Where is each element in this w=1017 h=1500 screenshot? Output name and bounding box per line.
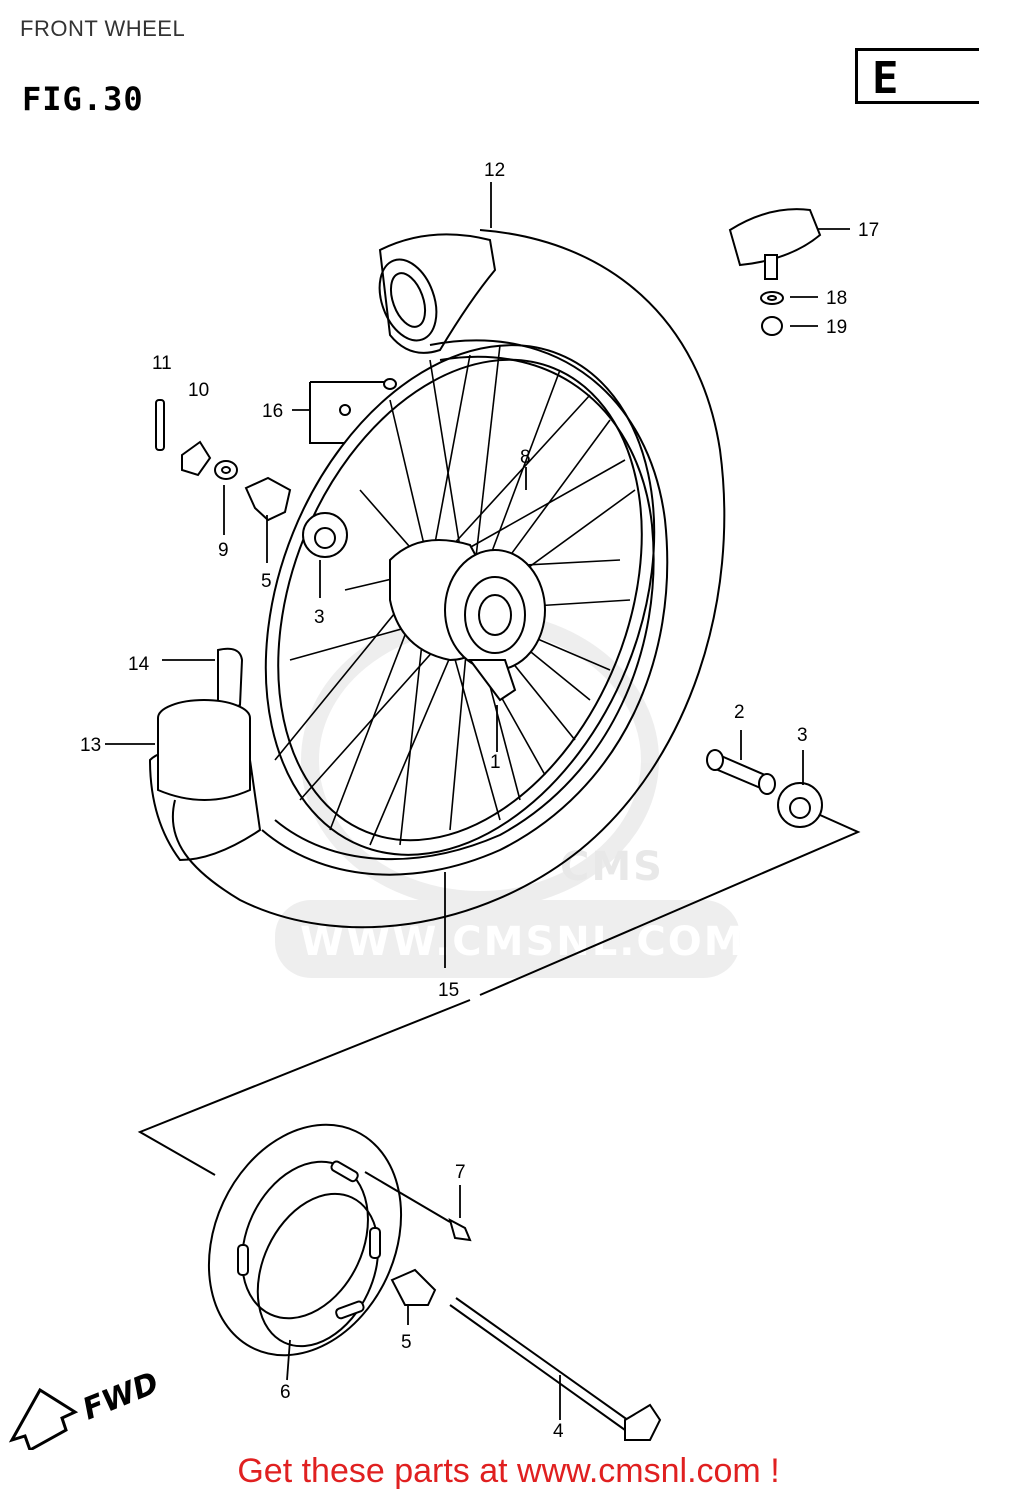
axle-spacer <box>706 749 823 828</box>
callout-7: 7 <box>455 1162 466 1183</box>
watermark-url: WWW.CMSNL.COM <box>300 919 746 965</box>
callout-16: 16 <box>262 401 283 422</box>
callout-14: 14 <box>128 654 150 675</box>
exploded-parts-diagram: CMS WWW.CMSNL.COM <box>8 160 879 1450</box>
section-code: E - <box>872 53 911 104</box>
fwd-label: FWD <box>78 1366 164 1428</box>
callout-3b: 3 <box>797 725 808 746</box>
callout-5b: 5 <box>401 1332 412 1353</box>
callout-2: 2 <box>734 702 745 723</box>
callout-13: 13 <box>80 735 101 756</box>
disc-hardware <box>364 1171 662 1441</box>
watermark-brand: CMS <box>560 844 664 890</box>
rim-band <box>157 647 251 801</box>
brake-disc <box>207 1123 403 1357</box>
fwd-arrow: FWD <box>8 1366 164 1450</box>
parts-link[interactable]: Get these parts at www.cmsnl.com ! <box>237 1452 780 1490</box>
callout-17: 17 <box>858 220 879 241</box>
callout-3a: 3 <box>314 607 325 628</box>
figure-label: FIG.30 <box>22 80 144 118</box>
callout-labels: 12 17 18 19 11 10 16 8 9 5 3 14 13 1 2 3… <box>80 160 879 1442</box>
page-title: FRONT WHEEL <box>20 16 186 41</box>
callout-6: 6 <box>280 1382 291 1403</box>
callout-19: 19 <box>826 317 847 338</box>
callout-4: 4 <box>553 1421 564 1442</box>
assembly-guides <box>137 814 861 1176</box>
rim-lock <box>728 208 822 336</box>
callout-15: 15 <box>438 980 459 1001</box>
callout-5a: 5 <box>261 571 272 592</box>
callout-10: 10 <box>188 380 209 401</box>
callout-1: 1 <box>490 752 501 773</box>
left-small-parts <box>155 399 348 558</box>
section-code-box: E - <box>855 48 979 104</box>
leader-lines <box>105 182 850 1420</box>
spoke-nipples <box>309 378 397 444</box>
callout-9: 9 <box>218 540 229 561</box>
callout-18: 18 <box>826 288 847 309</box>
callout-11: 11 <box>152 353 172 374</box>
cms-watermark: CMS WWW.CMSNL.COM <box>275 611 746 978</box>
callout-8: 8 <box>520 447 531 468</box>
tire <box>148 229 726 929</box>
hub <box>389 539 546 702</box>
callout-12: 12 <box>484 160 505 181</box>
